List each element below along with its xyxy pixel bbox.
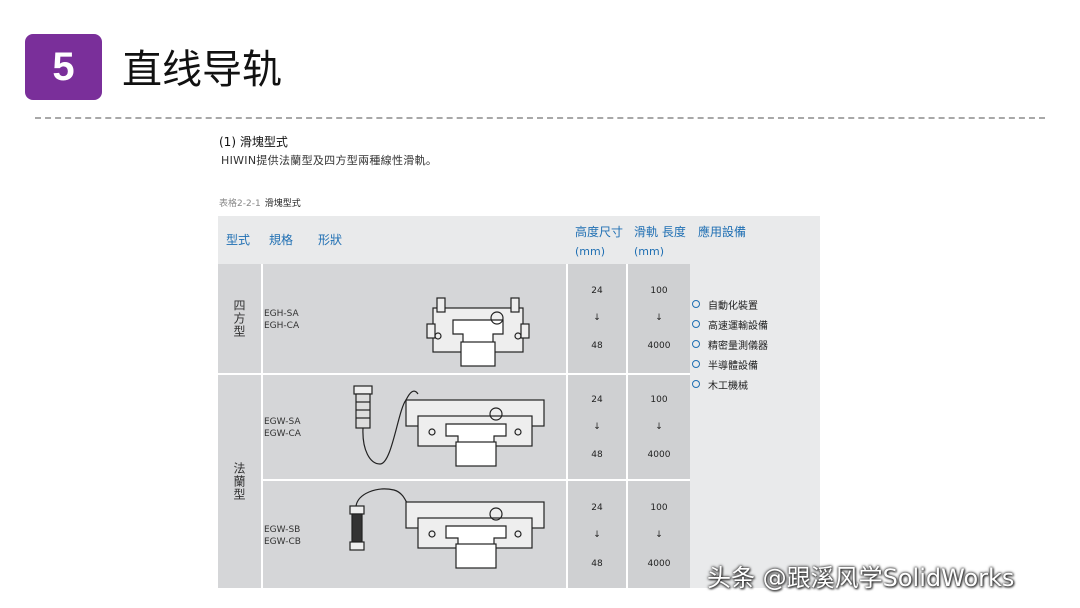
- height-min: 24: [591, 395, 603, 405]
- list-item: 木工機械: [692, 374, 768, 394]
- length-arrow: ↓: [655, 422, 663, 432]
- type-cell-flange: 法蘭型: [218, 375, 261, 588]
- height-min: 24: [591, 286, 603, 296]
- list-item: 高速運輸設備: [692, 314, 768, 334]
- header-height-unit: (mm): [575, 245, 606, 258]
- length-arrow: ↓: [655, 313, 663, 323]
- application-column: [690, 264, 820, 588]
- section-description: HIWIN提供法蘭型及四方型兩種線性滑軌。: [221, 154, 438, 167]
- watermark: 头条 @跟溪风学SolidWorks: [707, 564, 1015, 592]
- circle-bullet-icon: [692, 320, 700, 328]
- type-cell-square: 四方型: [218, 264, 261, 373]
- header-height: 高度尺寸: [575, 225, 624, 239]
- header-spec: 規格: [269, 233, 294, 247]
- length-max: 4000: [647, 450, 671, 460]
- circle-bullet-icon: [692, 360, 700, 368]
- row-divider: [261, 479, 690, 481]
- section-heading: (1) 滑塊型式: [219, 135, 288, 149]
- circle-bullet-icon: [692, 300, 700, 308]
- type-label: 四方型: [232, 299, 246, 338]
- spec-code: EGW-SB: [264, 525, 301, 535]
- header-rail-length: 滑軌 長度: [634, 225, 686, 239]
- application-label: 高速運輸設備: [708, 320, 768, 332]
- length-max: 4000: [647, 341, 671, 351]
- header-rail-length-unit: (mm): [634, 245, 665, 258]
- egh-block-drawing: [426, 297, 530, 367]
- spec-code: EGW-CA: [264, 429, 301, 439]
- header-type: 型式: [226, 233, 251, 247]
- dashed-divider: [35, 117, 1045, 119]
- table-caption-label: 表格2-2-1: [219, 199, 261, 209]
- spec-code: EGH-CA: [264, 321, 300, 331]
- header-application: 應用設備: [698, 225, 747, 239]
- application-label: 自動化裝置: [708, 300, 758, 312]
- height-max: 48: [591, 450, 603, 460]
- height-arrow: ↓: [593, 422, 601, 432]
- spec-code: EGW-SA: [264, 417, 301, 427]
- height-arrow: ↓: [593, 530, 601, 540]
- length-min: 100: [650, 395, 668, 405]
- application-label: 木工機械: [708, 380, 748, 392]
- col-divider: [626, 264, 628, 588]
- spec-code: EGH-SA: [264, 309, 299, 319]
- application-label: 精密量測儀器: [708, 340, 768, 352]
- list-item: 自動化裝置: [692, 294, 768, 314]
- length-min: 100: [650, 503, 668, 513]
- height-min: 24: [591, 503, 603, 513]
- spec-cell: EGH-SA EGH-CA: [264, 308, 299, 332]
- col-divider: [566, 264, 568, 588]
- application-list: 自動化裝置 高速運輸設備 精密量測儀器 半導體設備 木工機械: [692, 294, 768, 394]
- circle-bullet-icon: [692, 380, 700, 388]
- spec-code: EGW-CB: [264, 537, 301, 547]
- height-column-bg: [568, 264, 626, 588]
- slider-type-table: 型式 規格 形狀 高度尺寸 (mm) 滑軌 長度 (mm) 應用設備 四方型 法…: [218, 216, 820, 588]
- list-item: 精密量測儀器: [692, 334, 768, 354]
- row-divider: [218, 373, 690, 375]
- length-max: 4000: [647, 559, 671, 569]
- length-column-bg: [628, 264, 690, 588]
- col-divider: [261, 264, 263, 588]
- egw-sb-block-drawing: [349, 488, 545, 569]
- table-header: 型式 規格 形狀 高度尺寸 (mm) 滑軌 長度 (mm) 應用設備: [218, 216, 820, 264]
- type-label: 法蘭型: [232, 462, 246, 501]
- circle-bullet-icon: [692, 340, 700, 348]
- list-item: 半導體設備: [692, 354, 768, 374]
- table-caption-title: 滑塊型式: [264, 199, 301, 209]
- spec-cell: EGW-SA EGW-CA: [264, 416, 301, 440]
- egw-sa-block-drawing: [353, 385, 545, 467]
- length-min: 100: [650, 286, 668, 296]
- section-number-badge: 5: [25, 34, 102, 100]
- height-max: 48: [591, 341, 603, 351]
- length-arrow: ↓: [655, 530, 663, 540]
- header-shape: 形狀: [318, 233, 343, 247]
- application-label: 半導體設備: [708, 360, 758, 372]
- slide-title: 直线导轨: [122, 47, 282, 93]
- spec-cell: EGW-SB EGW-CB: [264, 524, 301, 548]
- height-arrow: ↓: [593, 313, 601, 323]
- height-max: 48: [591, 559, 603, 569]
